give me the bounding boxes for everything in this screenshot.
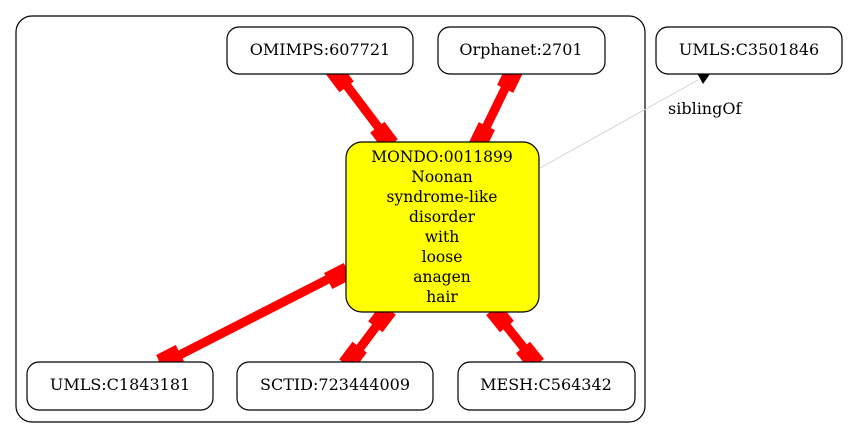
center-line-5: loose — [422, 248, 463, 266]
center-line-7: hair — [426, 288, 458, 306]
sibling-edge-label: siblingOf — [668, 99, 742, 118]
center-line-6: anagen — [413, 268, 471, 286]
center-line-4: with — [425, 228, 459, 246]
node-sctid-label: SCTID:723444009 — [260, 375, 410, 394]
node-umls-outside-label: UMLS:C3501846 — [679, 40, 819, 59]
center-line-2: syndrome-like — [387, 188, 498, 206]
node-orphanet[interactable]: Orphanet:2701 — [437, 26, 606, 75]
node-mesh[interactable]: MESH:C564342 — [457, 361, 636, 411]
node-center[interactable]: MONDO:0011899 Noonan syndrome-like disor… — [345, 141, 540, 313]
node-omimps[interactable]: OMIMPS:607721 — [226, 26, 414, 75]
node-sctid[interactable]: SCTID:723444009 — [236, 361, 434, 411]
node-umls-inside-label: UMLS:C1843181 — [50, 375, 190, 394]
node-omimps-label: OMIMPS:607721 — [250, 40, 390, 59]
sibling-edge: siblingOf — [539, 73, 742, 169]
node-mesh-label: MESH:C564342 — [480, 375, 612, 394]
node-orphanet-label: Orphanet:2701 — [459, 40, 582, 59]
cluster-boundary — [15, 15, 646, 423]
center-line-0: MONDO:0011899 — [371, 148, 513, 166]
edge-orphanet-center — [469, 64, 523, 150]
node-umls-inside[interactable]: UMLS:C1843181 — [26, 361, 214, 411]
edge-umls-inside-center — [156, 262, 352, 372]
edge-omimps-center — [326, 63, 398, 151]
edge-sctid-center — [339, 303, 396, 371]
center-line-3: disorder — [409, 208, 476, 226]
edge-mesh-center — [486, 303, 544, 371]
center-line-1: Noonan — [411, 168, 472, 186]
arrowhead-icon — [697, 73, 710, 84]
node-umls-outside[interactable]: UMLS:C3501846 — [655, 26, 843, 75]
